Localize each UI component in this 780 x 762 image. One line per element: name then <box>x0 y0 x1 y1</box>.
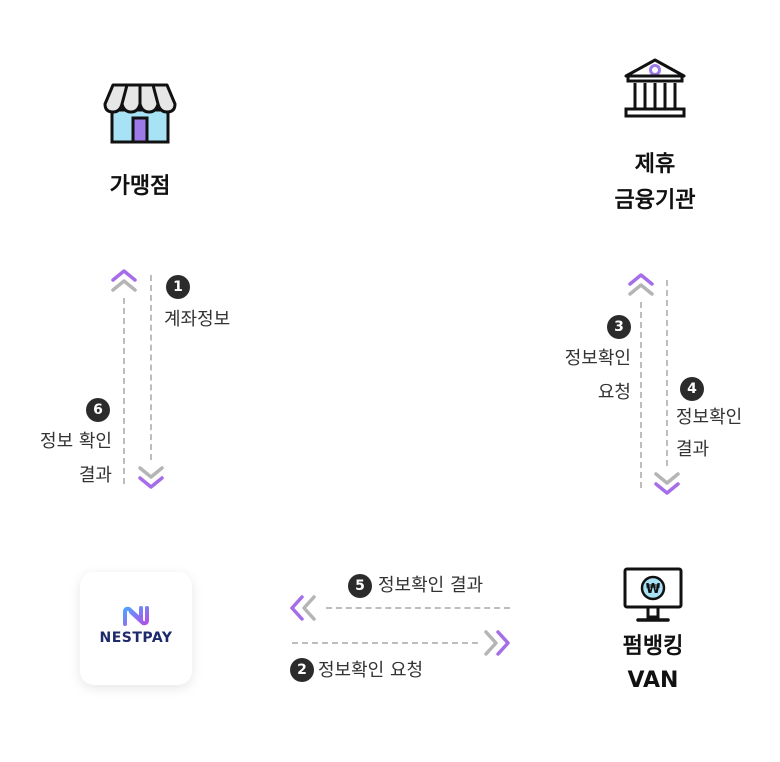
step-4-label-line2: 결과 <box>676 439 710 460</box>
up-chevron-icon <box>111 269 137 292</box>
nestpay-logo-text: NESTPAY <box>99 630 173 646</box>
flow-line-1 <box>150 275 152 460</box>
svg-text:₩: ₩ <box>646 582 661 597</box>
flow-line-3 <box>640 302 642 488</box>
down-chevron-icon <box>138 466 164 489</box>
step-5-badge: 5 <box>348 574 372 598</box>
down-chevron-icon <box>654 472 680 495</box>
flow-line-2 <box>292 642 478 644</box>
step-3-label-line2: 요청 <box>597 382 631 403</box>
step-1-label: 계좌정보 <box>164 309 231 330</box>
bank-icon <box>624 58 686 118</box>
step-2-label: 정보확인 요청 <box>318 660 424 681</box>
step-4-badge: 4 <box>680 377 704 401</box>
step-2-badge: 2 <box>290 658 314 682</box>
step-3-badge: 3 <box>607 315 631 339</box>
flow-line-6 <box>123 298 125 484</box>
flow-line-5 <box>326 607 510 609</box>
step-6-label-line2: 결과 <box>78 465 112 486</box>
nestpay-logo-icon <box>123 606 149 626</box>
up-chevron-icon <box>628 273 654 296</box>
step-3-label-line1: 정보확인 <box>564 348 631 369</box>
bank-label-line1: 제휴 <box>634 152 676 177</box>
step-6-badge: 6 <box>86 398 110 422</box>
step-5-label: 정보확인 결과 <box>378 575 484 596</box>
step-4-label-line1: 정보확인 <box>676 407 743 428</box>
monitor-won-icon: ₩ <box>623 567 683 622</box>
van-node: ₩ 펌뱅킹 VAN <box>598 566 708 706</box>
step-1-badge: 1 <box>166 275 190 299</box>
left-chevron-icon <box>290 595 316 621</box>
nestpay-node: NESTPAY <box>80 572 192 685</box>
flow-line-4 <box>666 280 668 466</box>
van-label-line1: 펌뱅킹 <box>622 634 684 659</box>
van-label-line2: VAN <box>627 668 679 693</box>
merchant-node: 가맹점 <box>90 78 190 199</box>
store-icon <box>103 83 177 144</box>
step-6-label-line1: 정보 확인 <box>40 431 112 452</box>
right-chevron-icon <box>484 630 510 656</box>
merchant-label: 가맹점 <box>109 174 171 199</box>
bank-label-line2: 금융기관 <box>614 188 696 213</box>
bank-node: 제휴 금융기관 <box>600 56 710 216</box>
